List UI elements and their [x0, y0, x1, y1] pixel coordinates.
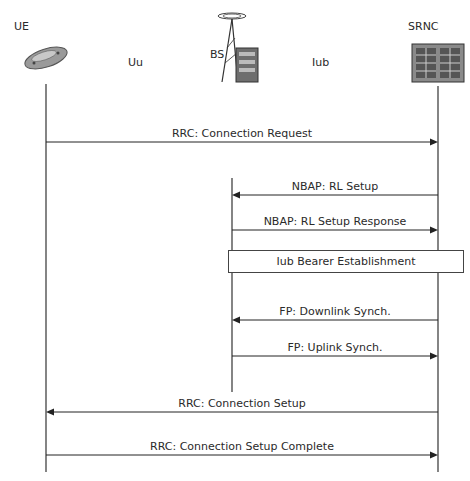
interface-label: Uu	[128, 56, 143, 69]
message-label: RRC: Connection Setup Complete	[148, 440, 336, 453]
message-label: FP: Uplink Synch.	[285, 341, 384, 354]
message-arrow	[46, 455, 431, 456]
message-label: RRC: Connection Request	[170, 127, 314, 140]
message-label: RRC: Connection Setup	[176, 397, 307, 410]
arrow-head	[232, 317, 240, 324]
message-arrow	[232, 230, 431, 231]
message-label: FP: Downlink Synch.	[277, 305, 392, 318]
phone-icon	[22, 44, 72, 76]
arrow-head	[430, 139, 438, 146]
arrow-head	[430, 452, 438, 459]
message-line	[46, 142, 431, 143]
message-line	[239, 320, 438, 321]
message-line	[232, 356, 431, 357]
message-arrow	[232, 356, 431, 357]
terminal-node: UE	[8, 20, 84, 84]
base-station-icon	[208, 8, 262, 86]
message-arrow	[239, 320, 438, 321]
arrow-head	[430, 227, 438, 234]
arrow-head	[430, 353, 438, 360]
node-label: BS	[210, 48, 224, 61]
message-arrow	[239, 195, 438, 196]
rnc-cabinet-icon	[410, 42, 466, 84]
process-box: Iub Bearer Establishment	[228, 250, 464, 273]
message-line	[232, 230, 431, 231]
message-label: NBAP: RL Setup	[290, 180, 380, 193]
lifeline	[231, 178, 232, 392]
rnc-node: SRNC	[408, 20, 468, 86]
interface-label: Iub	[312, 56, 329, 69]
box-label: Iub Bearer Establishment	[276, 255, 415, 268]
message-line	[46, 455, 431, 456]
arrow-head	[46, 409, 54, 416]
message-line	[53, 412, 438, 413]
node-label: UE	[14, 20, 29, 33]
message-arrow	[53, 412, 438, 413]
arrow-head	[232, 192, 240, 199]
message-arrow	[46, 142, 431, 143]
node-label: SRNC	[408, 20, 439, 33]
base-station-node: BS	[200, 6, 264, 86]
message-line	[239, 195, 438, 196]
message-label: NBAP: RL Setup Response	[262, 215, 409, 228]
lifeline	[437, 86, 438, 472]
